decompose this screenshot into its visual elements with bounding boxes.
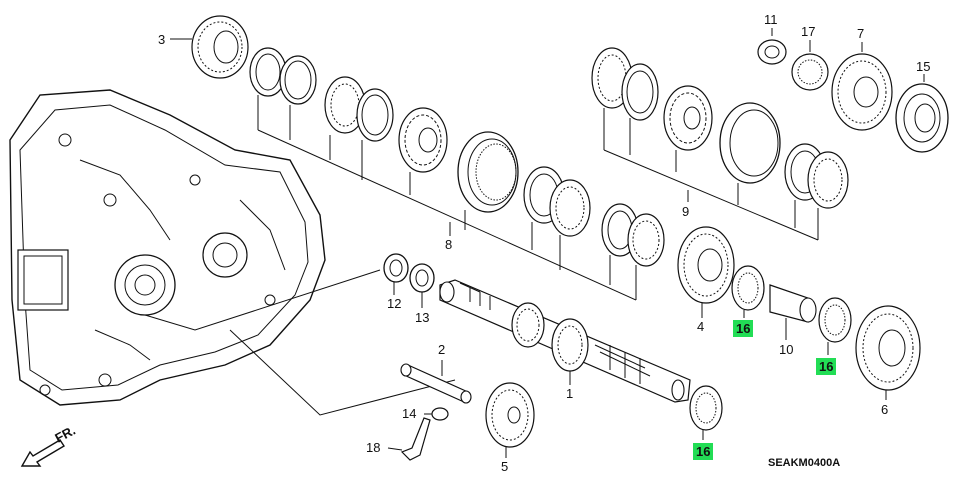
bolt-18 bbox=[387, 417, 431, 461]
gear-7 bbox=[831, 42, 893, 131]
callout-9: 9 bbox=[682, 204, 689, 219]
synchro-hub-2 bbox=[663, 85, 713, 151]
needle-bearing-16-lower bbox=[689, 385, 723, 440]
callout-7: 7 bbox=[857, 26, 864, 41]
callout-14: 14 bbox=[402, 406, 416, 421]
callout-6: 6 bbox=[881, 402, 888, 417]
callout-3: 3 bbox=[158, 32, 165, 47]
reverse-idler-gear-5 bbox=[485, 382, 535, 458]
callout-2: 2 bbox=[438, 342, 445, 357]
washer-12 bbox=[383, 253, 409, 295]
callout-12: 12 bbox=[387, 296, 401, 311]
callout-10: 10 bbox=[779, 342, 793, 357]
highlight-16-upper bbox=[733, 320, 753, 337]
synchro-ring-h bbox=[627, 213, 665, 267]
callout-11: 11 bbox=[764, 12, 778, 27]
synchro-hub bbox=[398, 107, 448, 173]
diagram-ref-code: SEAKM0400A bbox=[768, 457, 840, 469]
group-8-leaders bbox=[257, 95, 637, 301]
front-arrow-icon bbox=[20, 439, 65, 467]
group-9-leaders bbox=[603, 108, 819, 241]
synchro-sleeve-2 bbox=[719, 102, 781, 184]
highlight-16-mid bbox=[816, 358, 836, 375]
gear-6 bbox=[855, 305, 921, 400]
ball-bearing-15 bbox=[895, 74, 949, 153]
gear-4 bbox=[677, 226, 735, 318]
gear-3 bbox=[191, 15, 249, 79]
callout-4: 4 bbox=[697, 319, 704, 334]
callout-13: 13 bbox=[415, 310, 429, 325]
callout-8: 8 bbox=[445, 237, 452, 252]
synchro-ring-d bbox=[356, 88, 394, 142]
callout-5: 5 bbox=[501, 459, 508, 474]
synchro-ring-l bbox=[807, 151, 849, 209]
callout-1: 1 bbox=[566, 386, 573, 401]
callout-16-lower: 16 bbox=[696, 444, 710, 459]
callout-16-mid: 16 bbox=[819, 359, 833, 374]
synchro-sleeve bbox=[457, 131, 519, 213]
mainshaft-1 bbox=[439, 279, 691, 403]
synchro-ring-f bbox=[549, 179, 591, 237]
callout-18: 18 bbox=[366, 440, 380, 455]
bolt-14 bbox=[424, 407, 449, 421]
spacer-collar-10 bbox=[769, 284, 817, 340]
collar-11 bbox=[757, 28, 787, 65]
needle-bearing-16-upper bbox=[731, 265, 765, 318]
washer-13 bbox=[409, 263, 435, 308]
needle-bearing-17 bbox=[791, 40, 829, 91]
transmission-housing bbox=[9, 89, 326, 406]
synchro-ring-b bbox=[279, 55, 317, 105]
synchro-ring-j bbox=[621, 63, 659, 121]
reverse-idler-shaft-2 bbox=[400, 360, 472, 404]
highlight-16-lower bbox=[693, 443, 713, 460]
callout-17: 17 bbox=[801, 24, 815, 39]
housing-leader bbox=[144, 269, 456, 416]
callout-16-upper: 16 bbox=[736, 321, 750, 336]
needle-bearing-16-mid bbox=[818, 297, 852, 355]
callout-15: 15 bbox=[916, 59, 930, 74]
